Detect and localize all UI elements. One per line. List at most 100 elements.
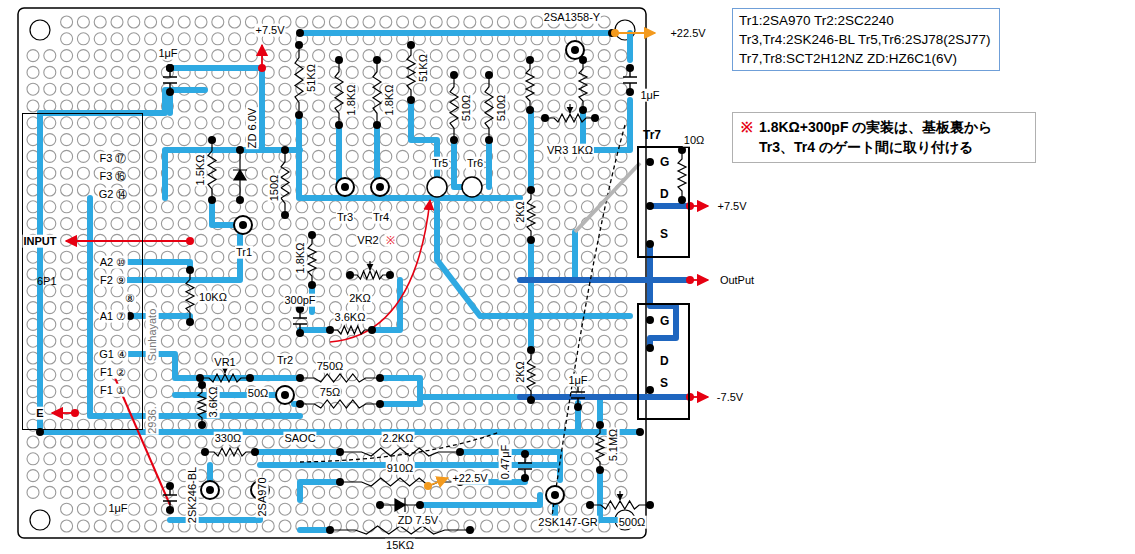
board-hole <box>430 268 442 280</box>
board-hole <box>548 234 560 246</box>
board-hole <box>615 470 627 482</box>
board-hole <box>413 167 425 179</box>
board-hole <box>346 251 358 263</box>
board-hole <box>111 184 123 196</box>
board-hole <box>161 16 173 28</box>
part-label: F1 ① <box>99 384 127 397</box>
board-hole <box>61 352 73 364</box>
board-hole <box>77 167 89 179</box>
board-hole <box>212 50 224 62</box>
board-hole <box>229 402 241 414</box>
board-hole <box>229 318 241 330</box>
board-hole <box>145 486 157 498</box>
board-hole <box>565 117 577 129</box>
board-hole <box>548 285 560 297</box>
terminal-arrow <box>66 240 190 242</box>
board-hole <box>380 386 392 398</box>
board-hole <box>413 100 425 112</box>
board-hole <box>61 335 73 347</box>
part-label: Tr3 <box>336 211 354 224</box>
board-hole <box>464 134 476 146</box>
solder-pad <box>281 146 289 154</box>
board-hole <box>497 201 509 213</box>
board-hole <box>430 66 442 78</box>
board-hole <box>313 352 325 364</box>
board-hole <box>262 16 274 28</box>
resistor-symbol <box>340 478 460 486</box>
board-hole <box>313 218 325 230</box>
board-hole <box>598 251 610 263</box>
board-hole <box>514 251 526 263</box>
board-hole <box>413 285 425 297</box>
part-label: 1μF <box>107 502 128 515</box>
board-hole <box>413 486 425 498</box>
board-hole <box>430 352 442 364</box>
transistor-pad <box>371 178 389 196</box>
board-hole <box>464 100 476 112</box>
board-hole <box>514 402 526 414</box>
board-hole <box>497 352 509 364</box>
copper-trace <box>170 65 262 71</box>
copper-trace <box>207 465 213 482</box>
board-hole <box>296 16 308 28</box>
board-hole <box>61 33 73 45</box>
board-hole <box>514 335 526 347</box>
board-hole <box>346 234 358 246</box>
board-hole <box>497 117 509 129</box>
board-hole <box>615 251 627 263</box>
board-hole <box>464 218 476 230</box>
board-hole <box>128 150 140 162</box>
board-hole <box>279 436 291 448</box>
solder-pad <box>296 400 304 408</box>
board-hole <box>481 486 493 498</box>
board-hole <box>145 436 157 448</box>
board-hole <box>464 402 476 414</box>
board-hole <box>497 402 509 414</box>
board-hole <box>111 369 123 381</box>
board-hole <box>346 50 358 62</box>
board-hole <box>447 352 459 364</box>
solder-pad <box>579 106 587 114</box>
solder-pad <box>450 136 458 144</box>
solder-pad <box>407 96 415 104</box>
board-hole <box>464 83 476 95</box>
solder-pad <box>206 486 214 494</box>
board-hole <box>363 134 375 146</box>
board-hole <box>77 436 89 448</box>
board-hole <box>94 453 106 465</box>
board-hole <box>598 335 610 347</box>
board-hole <box>565 335 577 347</box>
resistor-symbol <box>340 448 460 456</box>
board-hole <box>447 251 459 263</box>
board-hole <box>44 251 56 263</box>
board-hole <box>279 16 291 28</box>
board-hole <box>598 302 610 314</box>
part-label: 3.6KΩ <box>207 386 220 419</box>
board-hole <box>346 285 358 297</box>
board-hole <box>514 167 526 179</box>
board-hole <box>296 83 308 95</box>
board-hole <box>111 134 123 146</box>
board-hole <box>145 201 157 213</box>
board-hole <box>565 352 577 364</box>
board-hole <box>229 470 241 482</box>
part-label: +22.5V <box>669 27 706 40</box>
board-hole <box>497 251 509 263</box>
board-hole <box>615 486 627 498</box>
board-hole <box>481 352 493 364</box>
board-hole <box>497 520 509 532</box>
board-hole <box>380 436 392 448</box>
solder-pad <box>527 186 535 194</box>
board-hole <box>161 386 173 398</box>
board-hole <box>212 33 224 45</box>
board-hole <box>514 150 526 162</box>
board-hole <box>245 251 257 263</box>
board-hole <box>245 470 257 482</box>
board-hole <box>514 302 526 314</box>
node-text: 1.8KΩ+300pF の実装は、基板裏から Tr3、Tr4 のゲート間に取り付… <box>759 117 1027 158</box>
board-hole <box>397 184 409 196</box>
board-hole <box>61 503 73 515</box>
board-hole <box>229 486 241 498</box>
board-hole <box>145 402 157 414</box>
board-hole <box>145 386 157 398</box>
